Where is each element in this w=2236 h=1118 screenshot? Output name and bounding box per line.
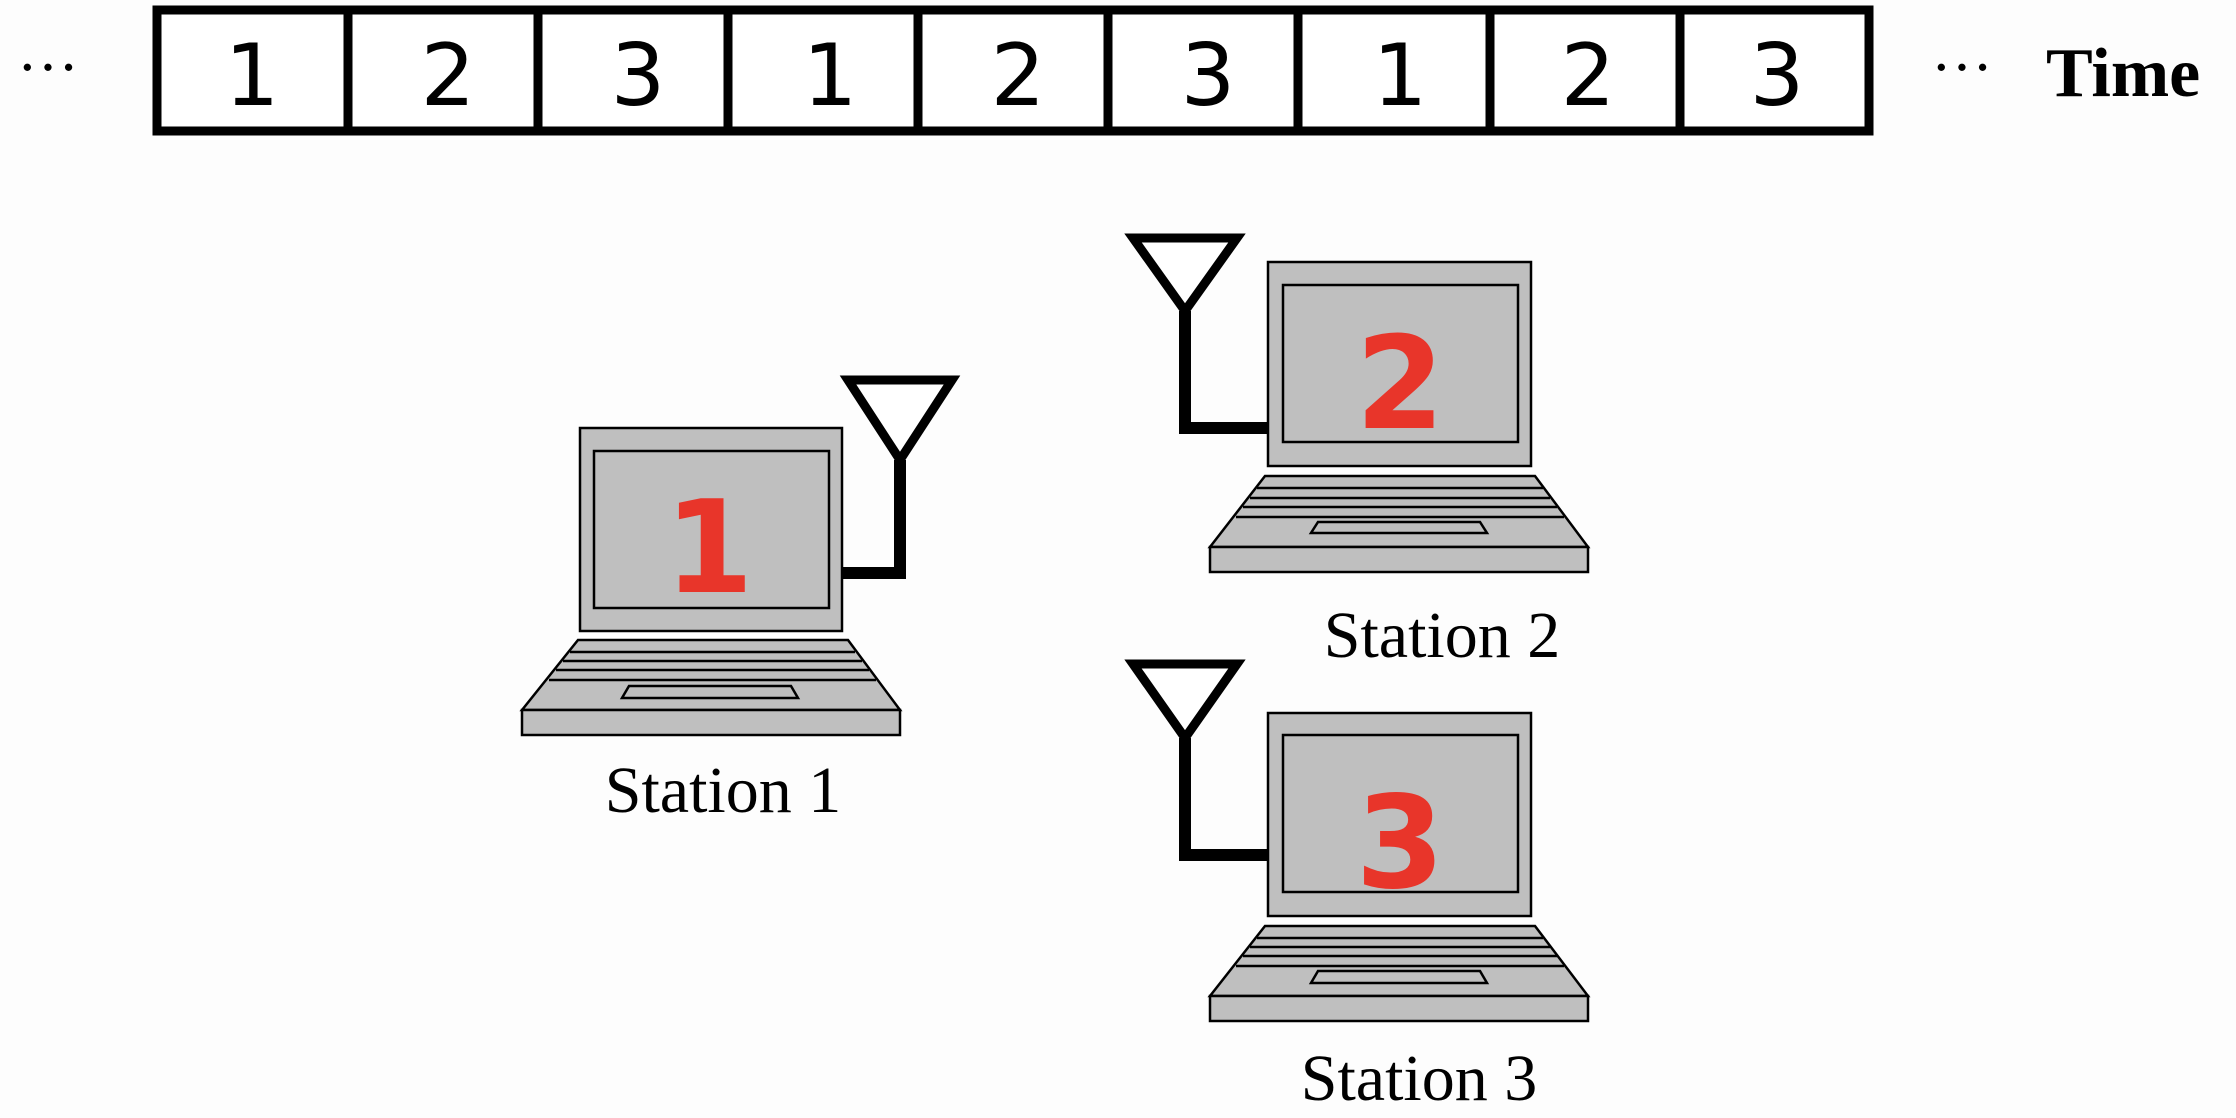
- station-1: 1 Station 1: [522, 380, 952, 827]
- antenna-icon: [842, 380, 952, 573]
- time-slot-4: 1: [803, 26, 858, 126]
- time-slot-label: 2: [991, 26, 1046, 126]
- station-3-label: Station 3: [1301, 1042, 1538, 1115]
- time-axis-label: Time: [2046, 35, 2200, 112]
- time-slot-label: 3: [1181, 26, 1236, 126]
- time-slot-label: 3: [611, 26, 666, 126]
- time-slot-9: 3: [1750, 26, 1805, 126]
- time-slot-6: 3: [1181, 26, 1236, 126]
- time-slot-7: 1: [1373, 26, 1428, 126]
- time-slot-1: 1: [225, 26, 280, 126]
- timeline: ··· 1 2 3 1 2 3 1 2: [17, 10, 2200, 131]
- time-slot-label: 1: [803, 26, 858, 126]
- station-2-label: Station 2: [1324, 599, 1561, 672]
- time-slot-label: 1: [225, 26, 280, 126]
- time-slot-label: 2: [421, 26, 476, 126]
- station-3: 3 Station 3: [1133, 664, 1588, 1115]
- time-slot-5: 2: [991, 26, 1046, 126]
- timeline-ellipsis-left: ···: [17, 34, 79, 102]
- timeline-ellipsis-right: ···: [1931, 34, 1993, 102]
- time-slot-2: 2: [421, 26, 476, 126]
- time-slot-label: 3: [1750, 26, 1805, 126]
- station-2: 2 Station 2: [1133, 238, 1588, 672]
- time-slot-label: 1: [1373, 26, 1428, 126]
- station-1-screen-number: 1: [664, 474, 753, 623]
- time-slot-3: 3: [611, 26, 666, 126]
- station-1-label: Station 1: [605, 754, 842, 827]
- time-slot-8: 2: [1561, 26, 1616, 126]
- station-3-screen-number: 3: [1355, 769, 1444, 918]
- antenna-icon: [1133, 238, 1268, 428]
- station-2-screen-number: 2: [1355, 310, 1444, 459]
- time-slot-label: 2: [1561, 26, 1616, 126]
- antenna-icon: [1133, 664, 1268, 855]
